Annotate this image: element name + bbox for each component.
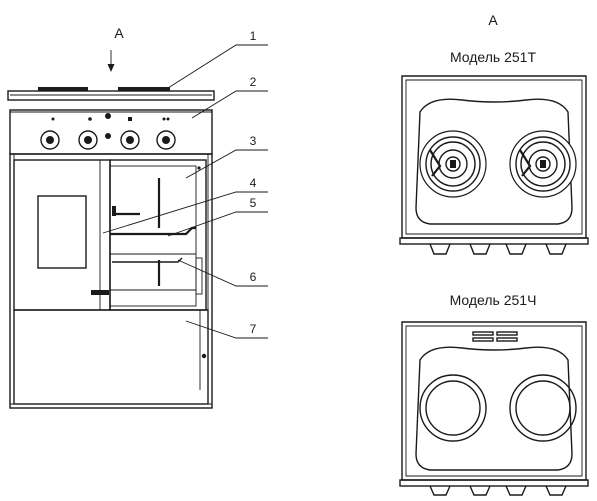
oven-cavity-inner xyxy=(109,165,197,307)
callout-6: 6 xyxy=(250,270,257,284)
knob-2-center xyxy=(84,136,92,144)
burner-251ch-right xyxy=(509,374,577,442)
baking-tray xyxy=(112,257,183,263)
foot-251ch-3 xyxy=(505,485,527,496)
model-label-251t: Модель 251Т xyxy=(450,49,536,65)
view-arrow-label: А xyxy=(114,25,124,41)
hob-plate-251ch-inner xyxy=(405,325,583,477)
side-latch xyxy=(195,257,203,295)
callout-4: 4 xyxy=(250,176,257,190)
drawer-catch xyxy=(201,353,207,359)
top-view-251t: А Модель 251Т xyxy=(399,12,589,255)
side-view-label: А xyxy=(488,12,498,28)
hob-top xyxy=(7,90,215,101)
knob-4-center xyxy=(162,136,170,144)
leader-7 xyxy=(185,320,268,339)
callout-leaders xyxy=(102,44,268,339)
hob-front-edge-251t xyxy=(399,237,589,245)
oven-door-window xyxy=(37,195,87,269)
control-knobs xyxy=(40,113,176,150)
burner-left-top xyxy=(38,87,88,91)
callout-2: 2 xyxy=(250,75,257,89)
leader-3 xyxy=(185,149,268,179)
knob-3-center xyxy=(126,136,134,144)
hob-plate-251ch xyxy=(401,321,587,481)
knob-mark-3 xyxy=(128,117,132,121)
leader-6 xyxy=(177,259,268,287)
foot-251t-3 xyxy=(505,243,527,255)
foot-251t-4 xyxy=(545,243,567,255)
knob-mark-4b xyxy=(166,117,170,121)
callout-7: 7 xyxy=(250,322,257,336)
indicator-lamp-1 xyxy=(105,113,111,119)
knob-mark-1 xyxy=(51,117,55,121)
feet-251ch xyxy=(429,485,567,496)
stove-front-view: А xyxy=(7,25,268,409)
oven-door xyxy=(13,159,111,311)
foot-251t-1 xyxy=(429,243,451,255)
foot-251ch-1 xyxy=(429,485,451,496)
hob-plate-251t-inner xyxy=(405,79,583,235)
knob-mark-2 xyxy=(88,117,92,121)
hob-front-edge-251ch xyxy=(399,479,589,487)
feet-251t xyxy=(429,243,567,255)
stove-body xyxy=(9,153,213,409)
burner-right-top xyxy=(118,87,170,91)
burner-251t-right xyxy=(509,130,577,198)
storage-drawer xyxy=(13,309,209,405)
knob-1-center xyxy=(46,136,54,144)
knob-mark-4a xyxy=(162,117,166,121)
foot-251ch-4 xyxy=(545,485,567,496)
leader-5 xyxy=(167,211,268,237)
hob-recess-251t xyxy=(415,98,573,225)
leader-1 xyxy=(167,44,268,89)
burner-251ch-left xyxy=(419,374,487,442)
grill-handle-end xyxy=(112,206,116,216)
callout-3: 3 xyxy=(250,134,257,148)
callout-5: 5 xyxy=(250,196,257,210)
control-panel xyxy=(9,109,213,155)
indicator-lamp-2 xyxy=(105,133,111,139)
foot-251t-2 xyxy=(469,243,491,255)
foot-251ch-2 xyxy=(469,485,491,496)
hob-recess-251ch xyxy=(415,346,573,471)
top-view-251ch: Модель 251Ч xyxy=(399,292,589,496)
oven-rack xyxy=(110,226,196,236)
vent-slots-251ch xyxy=(472,331,518,342)
cavity-lamp xyxy=(197,166,201,170)
burner-251t-left xyxy=(419,130,487,198)
leader-4 xyxy=(102,191,268,234)
model-label-251ch: Модель 251Ч xyxy=(450,292,537,308)
leader-2 xyxy=(191,90,268,119)
view-arrow-head xyxy=(107,64,115,72)
callout-1: 1 xyxy=(250,29,257,43)
door-edge xyxy=(99,159,111,311)
